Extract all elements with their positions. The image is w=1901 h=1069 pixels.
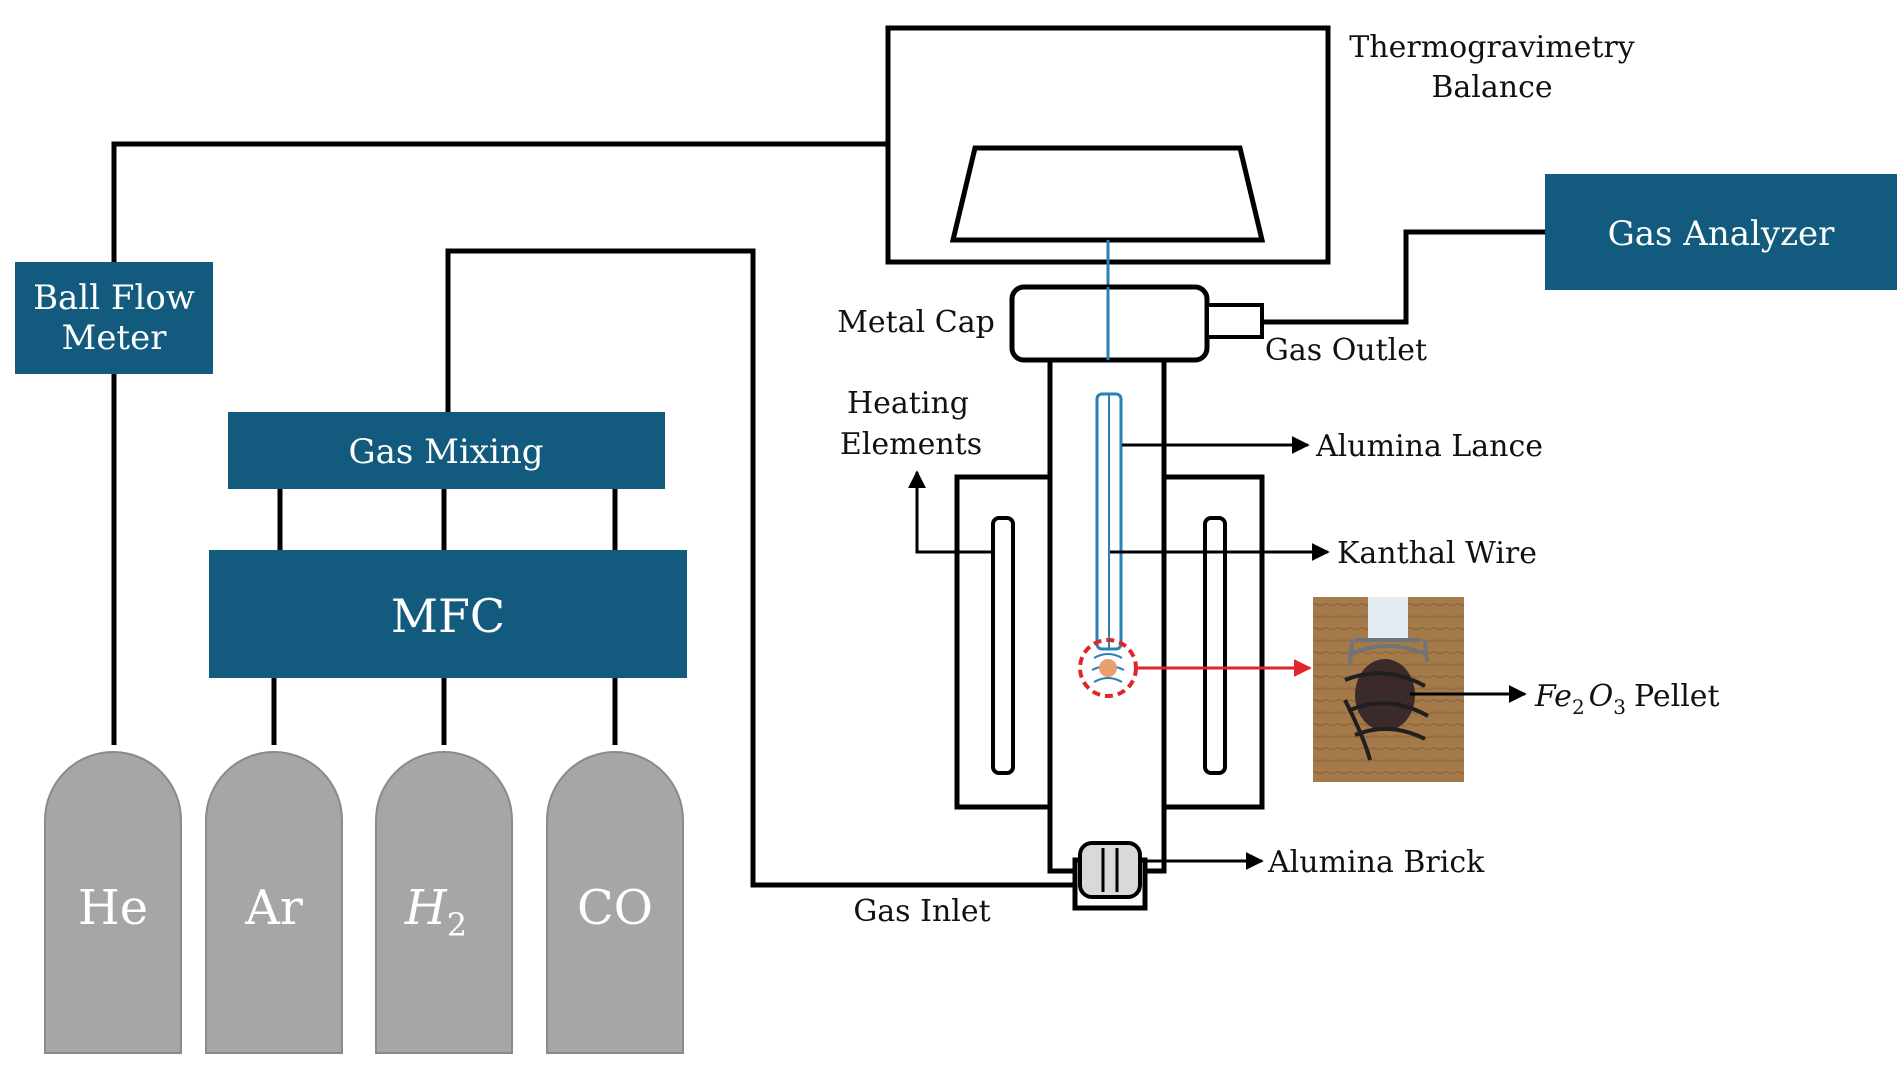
heating-element-left	[991, 516, 1015, 775]
balance-label-line1: Thermogravimetry	[1349, 30, 1635, 65]
pellet-dot	[1099, 659, 1117, 677]
gas-mixing-box	[228, 412, 665, 489]
pellet-formula-sub2: 3	[1613, 695, 1626, 719]
heating-label-line2: Elements	[840, 427, 982, 462]
gas-inlet-label: Gas Inlet	[853, 894, 990, 929]
pellet-word: Pellet	[1634, 679, 1720, 714]
cylinder-he: He	[44, 751, 182, 1054]
gas-analyzer-box	[1545, 174, 1897, 290]
cylinder-ar-label: Ar	[244, 880, 303, 936]
alumina-brick	[1078, 841, 1142, 899]
mfc-box	[209, 550, 687, 678]
cylinder-h2-label: H2	[404, 880, 467, 944]
line-gasmixing-to-inlet	[445, 248, 1075, 888]
pellet-highlight-circle	[1078, 638, 1138, 698]
gas-outlet-nozzle	[1205, 303, 1264, 339]
line-outlet-to-analyzer	[1262, 229, 1545, 325]
ball-flow-label-line2: Meter	[62, 318, 168, 358]
cylinder-ar: Ar	[205, 751, 343, 1054]
cylinder-h2-sub: 2	[447, 906, 467, 944]
gas-outlet-label: Gas Outlet	[1265, 333, 1427, 368]
heating-element-right	[1203, 516, 1227, 775]
metal-cap-label: Metal Cap	[837, 305, 995, 340]
heating-label-line1: Heating	[847, 386, 969, 421]
mfc-label: MFC	[391, 589, 505, 643]
balance-label-line2: Balance	[1431, 70, 1552, 105]
pellet-formula-sub1: 2	[1572, 695, 1585, 719]
cylinder-he-label: He	[78, 880, 148, 936]
kanthal-wire-label: Kanthal Wire	[1337, 536, 1537, 571]
alumina-brick-label: Alumina Brick	[1267, 845, 1485, 880]
ball-flow-label-line1: Ball Flow	[33, 278, 195, 318]
pellet-photo	[1313, 597, 1464, 782]
arrow-heating-elements	[908, 470, 993, 554]
line-balance-to-ballflow	[111, 141, 888, 262]
cylinder-h2-main: H	[404, 880, 448, 936]
cylinder-co: CO	[546, 751, 684, 1054]
ball-flow-meter-box	[15, 262, 213, 374]
cylinder-co-label: CO	[577, 880, 653, 936]
pellet-formula-o: O	[1589, 679, 1614, 714]
gas-mixing-label: Gas Mixing	[348, 432, 543, 472]
pellet-formula-fe: Fe	[1534, 679, 1572, 714]
alumina-lance-label: Alumina Lance	[1315, 429, 1543, 464]
gas-analyzer-label: Gas Analyzer	[1608, 214, 1836, 254]
cylinder-h2: H2	[375, 751, 513, 1054]
balance-pan	[949, 145, 1266, 243]
